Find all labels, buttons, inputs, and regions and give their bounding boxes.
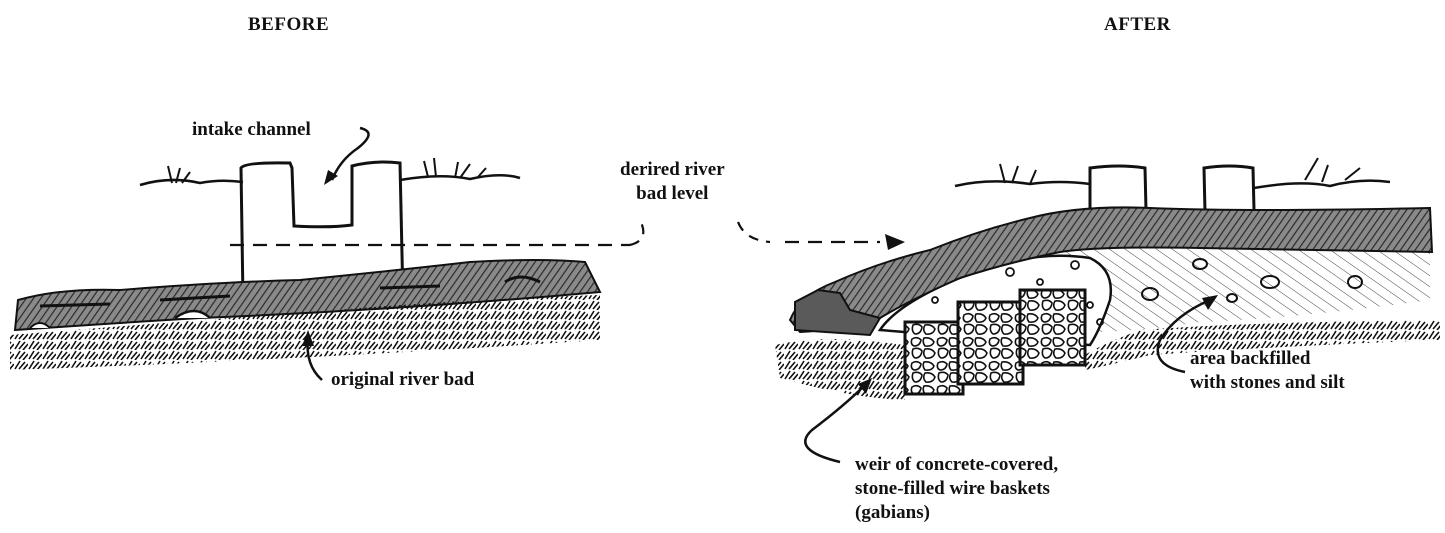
intake-channel-label: intake channel <box>192 118 311 142</box>
gabion-basket-1 <box>905 322 963 394</box>
desired-level-label-line1: derired river <box>620 158 725 182</box>
original-bed-label: original river bad <box>331 368 474 392</box>
backfill-label: area backfilled with stones and silt <box>1190 347 1345 395</box>
weir-label: weir of concrete-covered, stone-filled w… <box>855 453 1058 525</box>
before-ground-left <box>140 180 243 185</box>
desired-level-label: derired river bad level <box>620 158 725 206</box>
backfill-label-line1: area backfilled <box>1190 347 1345 371</box>
backfill-label-line2: with stones and silt <box>1190 371 1345 395</box>
desired-level-label-line2: bad level <box>620 182 725 206</box>
before-sketch <box>10 128 643 380</box>
after-header: AFTER <box>1104 14 1171 36</box>
weir-arrow <box>805 385 865 462</box>
intake-channel-arrow <box>332 128 369 180</box>
weir-label-line1: weir of concrete-covered, <box>855 453 1058 477</box>
backfill-area <box>1060 245 1430 332</box>
after-sketch <box>738 158 1440 462</box>
gabion-basket-2 <box>958 302 1023 384</box>
weir-label-line2: stone-filled wire baskets <box>855 477 1058 501</box>
gabion-basket-3 <box>1020 290 1085 365</box>
weir-label-line3: (gabians) <box>855 501 1058 525</box>
before-header: BEFORE <box>248 14 329 36</box>
